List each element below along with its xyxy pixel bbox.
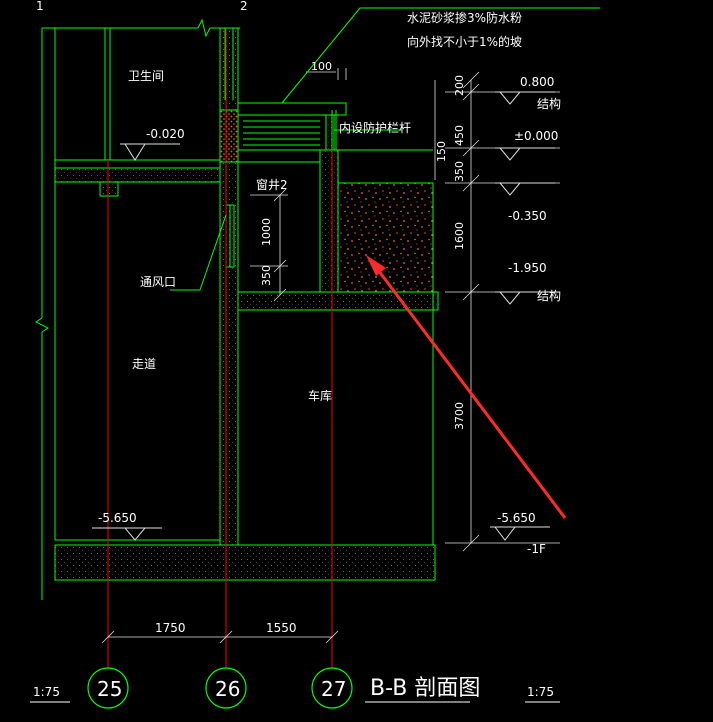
scale-right: 1:75 <box>527 685 554 699</box>
dim-450: 450 <box>453 125 466 146</box>
dim-3700: 3700 <box>453 402 466 430</box>
room-window-well: 窗井2 <box>256 178 288 192</box>
dim-200: 200 <box>453 75 466 96</box>
note-line-2: 向外找不小于1%的坡 <box>407 34 522 49</box>
axis-label-2: 2 <box>240 0 248 13</box>
axis-bubble-26 <box>205 667 247 709</box>
guardrail-note: 内设防护栏杆 <box>339 120 411 135</box>
axis-label-1: 1 <box>36 0 44 13</box>
axis-label-26: 26 <box>215 677 240 701</box>
axis-bubbles <box>87 667 353 709</box>
level-0350: -0.350 <box>508 209 547 223</box>
room-bathroom: 卫生间 <box>128 69 164 83</box>
level-1950: -1.950 <box>508 261 547 275</box>
room-corridor: 走道 <box>132 357 156 371</box>
level-markers <box>92 91 555 541</box>
dim-1550: 1550 <box>266 621 297 635</box>
axis-bubble-25 <box>87 667 129 709</box>
dim-1000: 1000 <box>260 218 273 246</box>
axis-bubble-27 <box>311 667 353 709</box>
level-0800: 0.800 <box>520 75 554 89</box>
dim-350-right: 350 <box>453 161 466 182</box>
labels: 水泥砂浆掺3%防水粉 向外找不小于1%的坡 内设防护栏杆 卫生间 窗井2 通风口… <box>33 0 561 701</box>
dim-100: 100 <box>311 60 332 73</box>
struct-label-2: 结构 <box>537 288 561 303</box>
level-5650: -5.650 <box>497 511 536 525</box>
dim-150: 150 <box>435 141 448 162</box>
note-line-1: 水泥砂浆掺3%防水粉 <box>407 10 522 25</box>
axis-label-27: 27 <box>321 677 346 701</box>
level-0000: ±0.000 <box>514 129 558 143</box>
room-vent: 通风口 <box>140 275 176 289</box>
red-arrow <box>366 255 567 519</box>
struct-label-1: 结构 <box>537 96 561 111</box>
scale-left: 1:75 <box>33 685 60 699</box>
level-bath: -0.020 <box>146 127 185 141</box>
dim-350-left: 350 <box>260 265 273 286</box>
grille-slats <box>243 120 320 146</box>
dimension-lines <box>101 68 560 644</box>
floor-tag: -1F <box>527 542 546 556</box>
leader-lines <box>170 7 600 291</box>
axis-lines <box>107 28 333 668</box>
drawing-title: B-B 剖面图 <box>370 676 480 701</box>
room-garage: 车库 <box>308 388 332 403</box>
axis-label-25: 25 <box>97 677 122 701</box>
dim-1750: 1750 <box>155 621 186 635</box>
structure <box>35 18 439 600</box>
level-corridor: -5.650 <box>98 511 137 525</box>
dim-1600: 1600 <box>453 222 466 250</box>
